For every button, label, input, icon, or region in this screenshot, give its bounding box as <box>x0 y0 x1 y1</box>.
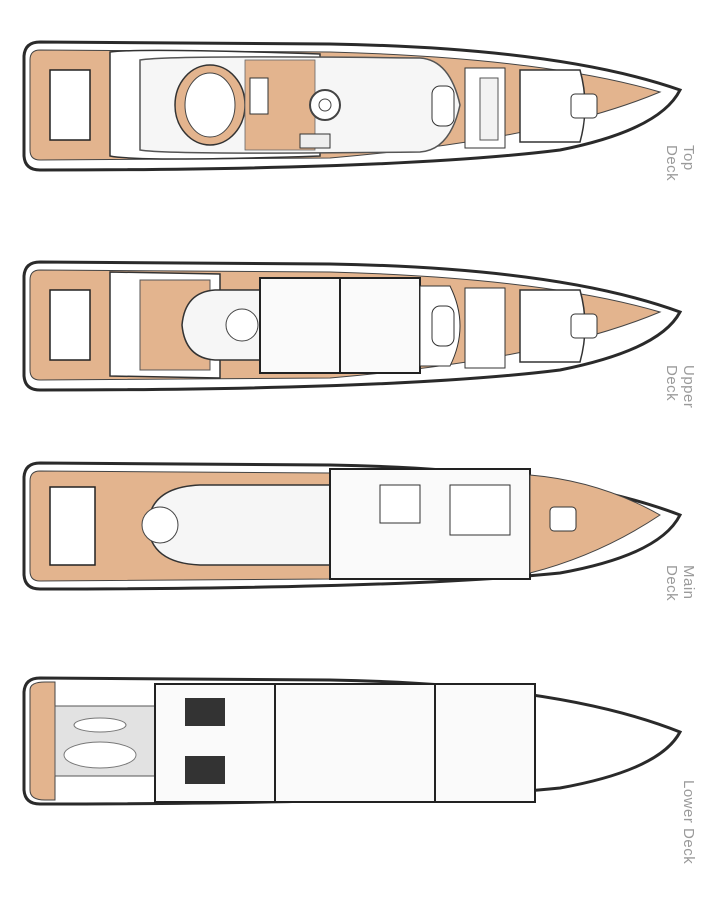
main-deck-plan: Main Deck <box>0 455 711 635</box>
deck-label-upper: Upper Deck <box>663 365 697 409</box>
main-deck-drawing <box>22 461 683 591</box>
upper-deck-drawing <box>22 260 683 392</box>
lower-deck-plan: Lower Deck <box>0 670 711 880</box>
lower-deck-drawing <box>22 676 683 806</box>
top-deck-plan: Top Deck <box>0 30 711 210</box>
deck-label-top: Top Deck <box>663 145 697 182</box>
upper-deck-plan: Upper Deck <box>0 250 711 430</box>
top-deck-drawing <box>22 40 683 172</box>
deck-label-main: Main Deck <box>663 565 697 602</box>
deck-label-lower: Lower Deck <box>680 780 697 865</box>
